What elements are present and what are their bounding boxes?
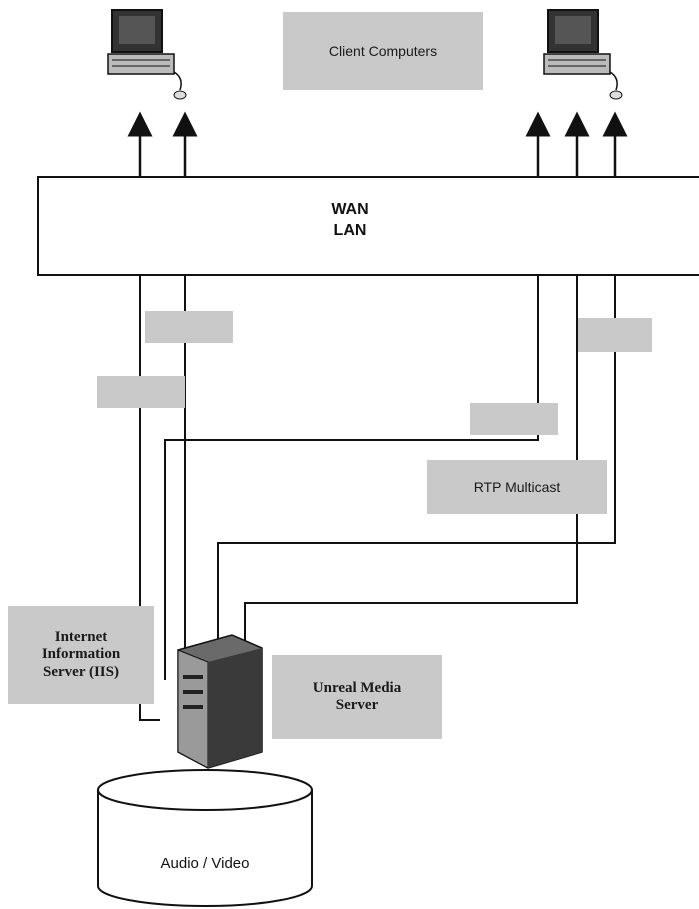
media-server-label: Unreal Media Server	[272, 655, 442, 739]
blank-label-box-4	[578, 318, 652, 352]
rtp-multicast-text: RTP Multicast	[473, 478, 561, 495]
iis-label: Internet Information Server (IIS)	[8, 606, 154, 704]
blank-label-box-3	[470, 403, 558, 435]
storage-label: Audio / Video	[160, 855, 250, 872]
iis-line-3: Server (IIS)	[43, 663, 119, 680]
client-computer-left-icon	[107, 9, 187, 100]
lan-text: LAN	[333, 221, 367, 239]
rtp-multicast-label: RTP Multicast	[427, 460, 607, 514]
iis-line-2: Information	[41, 646, 121, 663]
audio-video-storage-icon	[97, 769, 313, 907]
wan-lan-network-band	[37, 176, 699, 276]
blank-label-box-2	[97, 376, 185, 408]
client-computers-label: Client Computers	[283, 12, 483, 90]
wan-lan-label: WAN LAN	[290, 200, 410, 242]
server-tower-icon	[177, 634, 263, 769]
iis-line-1: Internet	[54, 629, 108, 646]
wan-text: WAN	[331, 201, 369, 218]
client-computer-right-icon	[543, 9, 623, 100]
upward-arrows	[127, 111, 628, 177]
blank-label-box-1	[145, 311, 233, 343]
media-server-line-1: Unreal Media	[312, 679, 402, 696]
client-computers-text: Client Computers	[328, 42, 438, 59]
media-server-line-2: Server	[335, 697, 379, 713]
